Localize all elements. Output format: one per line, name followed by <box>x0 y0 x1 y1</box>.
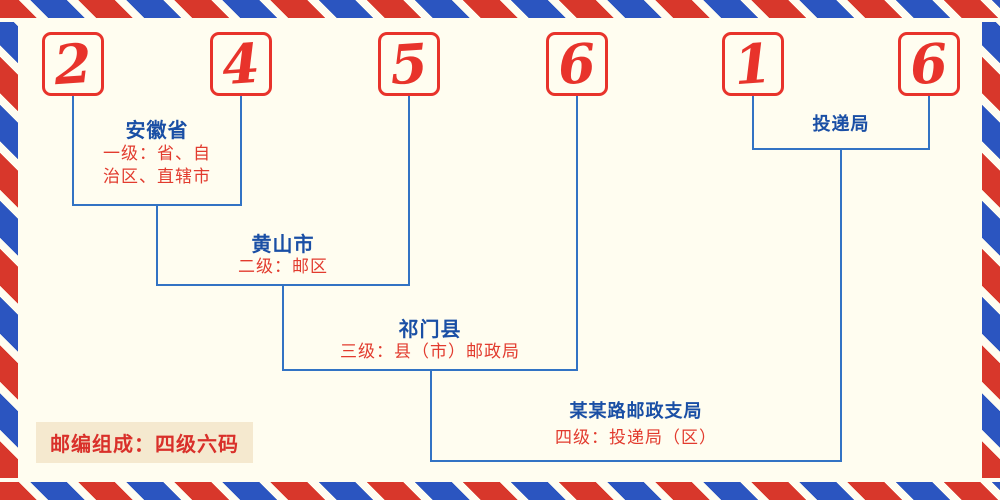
digit-6: 6 <box>908 30 950 98</box>
delivery-office-label: 投递局 <box>812 114 870 135</box>
digit-box-4: 6 <box>546 30 608 98</box>
connector-level1-right <box>240 96 242 206</box>
airmail-border-top <box>0 0 1000 18</box>
level1-desc-line2: 治区、直辖市 <box>103 167 211 187</box>
digit-box-5: 1 <box>722 30 784 98</box>
digit-box-6: 6 <box>898 30 960 98</box>
digit-5: 1 <box>732 30 774 98</box>
level1-place: 安徽省 <box>125 118 189 142</box>
connector-delivery-right <box>928 96 930 150</box>
connector-level2-right <box>408 96 410 286</box>
connector-level1-left <box>72 96 74 206</box>
digit-1: 2 <box>52 30 94 98</box>
connector-level3-right <box>576 96 578 371</box>
airmail-border-right <box>982 22 1000 478</box>
level2-desc: 二级：邮区 <box>238 257 328 277</box>
connector-level3-left <box>282 284 284 371</box>
connector-level4-right <box>840 148 842 462</box>
connector-level4-bottom <box>430 460 842 462</box>
level3-desc: 三级：县（市）邮政局 <box>340 342 520 362</box>
connector-level4-left <box>430 369 432 462</box>
level4-desc: 四级：投递局（区） <box>555 428 717 448</box>
composition-badge: 邮编组成：四级六码 <box>36 422 253 463</box>
connector-delivery-left <box>752 96 754 150</box>
digit-4: 6 <box>556 30 598 98</box>
level3-place: 祁门县 <box>398 317 462 341</box>
airmail-border-bottom <box>0 482 1000 500</box>
level4-place: 某某路邮政支局 <box>569 401 703 422</box>
level1-desc-line1: 一级：省、自 <box>103 144 211 164</box>
digit-box-3: 5 <box>378 30 440 98</box>
airmail-border-left <box>0 22 18 478</box>
digit-2: 4 <box>220 30 262 98</box>
digit-box-1: 2 <box>42 30 104 98</box>
level2-place: 黄山市 <box>251 232 315 256</box>
connector-level2-left <box>156 204 158 286</box>
digit-3: 5 <box>388 30 430 98</box>
level1-desc: 一级：省、自 治区、直辖市 <box>47 143 267 189</box>
digit-box-2: 4 <box>210 30 272 98</box>
